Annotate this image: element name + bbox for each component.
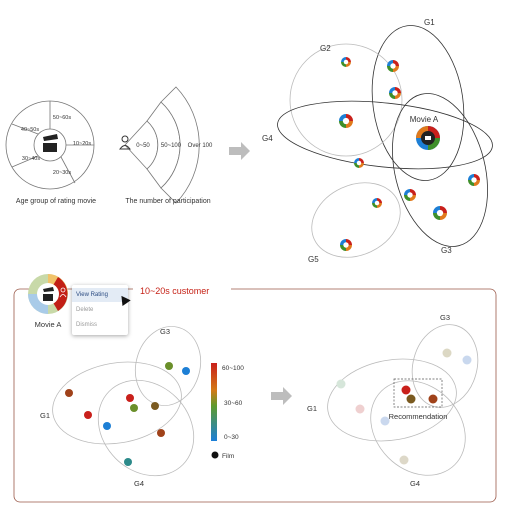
arrow-right-icon — [271, 387, 292, 405]
film-dot[interactable] — [130, 404, 138, 412]
participation-fan: 0~50 50~100 Over 100 — [119, 86, 213, 204]
clapperboard-icon — [43, 287, 54, 301]
scale-label-mid: 30~60 — [224, 400, 243, 407]
participation-band-label: 50~100 — [161, 143, 182, 149]
left-group-ellipses — [52, 326, 201, 477]
movie-glyph[interactable] — [389, 87, 401, 99]
group-label: G5 — [308, 255, 319, 264]
film-dot[interactable] — [103, 422, 111, 430]
recommendation-box — [393, 378, 443, 408]
movie-glyph[interactable] — [433, 206, 447, 220]
movie-a-donut[interactable] — [28, 274, 68, 314]
menu-item-delete[interactable]: Delete — [76, 307, 94, 313]
group-label: G3 — [160, 327, 170, 336]
right-group-ellipses — [327, 324, 479, 476]
movie-glyph[interactable] — [340, 239, 352, 251]
participation-caption: The number of participation — [125, 198, 210, 205]
participation-band-label: 0~50 — [136, 143, 150, 149]
film-dot[interactable] — [380, 416, 390, 426]
film-dot[interactable] — [157, 429, 165, 437]
bottom-panel-frame — [13, 288, 497, 503]
user-icon — [119, 135, 131, 150]
age-segment-label: 30~40s — [22, 156, 40, 162]
group-label: G4 — [262, 134, 273, 143]
participation-band-label: Over 100 — [188, 143, 213, 149]
film-legend-dot — [211, 451, 219, 459]
film-dot[interactable] — [399, 455, 409, 465]
film-dot[interactable] — [84, 411, 92, 419]
film-dot[interactable] — [428, 394, 438, 404]
movie-glyph[interactable] — [354, 158, 364, 168]
group-label: G1 — [307, 404, 317, 413]
film-dot[interactable] — [406, 394, 416, 404]
group-label: G2 — [320, 44, 331, 53]
top-group-ellipses — [277, 25, 493, 258]
group-label: G3 — [441, 246, 452, 255]
movie-label: Movie A — [35, 320, 62, 329]
group-label: G1 — [424, 18, 435, 27]
group-label: G1 — [40, 411, 50, 420]
film-dot[interactable] — [401, 385, 411, 395]
right-film-dots — [336, 348, 472, 465]
scale-label-min: 0~30 — [224, 434, 239, 441]
user-icon — [59, 287, 67, 298]
color-scale-bar — [211, 363, 217, 441]
left-film-dots — [65, 362, 190, 466]
movie-glyph[interactable] — [468, 174, 480, 186]
clapperboard-icon — [43, 134, 58, 152]
menu-item-view-rating[interactable]: View Rating — [72, 288, 128, 302]
film-dot[interactable] — [165, 362, 173, 370]
film-dot[interactable] — [126, 394, 134, 402]
recommendation-label: Recommendation — [389, 412, 448, 421]
arrow-right-icon — [229, 142, 250, 160]
movie-a-glyph — [416, 126, 440, 150]
group-label: G4 — [134, 479, 144, 488]
film-dot[interactable] — [65, 389, 73, 397]
film-dot[interactable] — [124, 458, 132, 466]
film-dot[interactable] — [442, 348, 452, 358]
age-segment-label: 50~60s — [53, 115, 71, 121]
movie-glyph[interactable] — [339, 114, 353, 128]
film-dot[interactable] — [336, 379, 346, 389]
title-backdrop — [133, 284, 231, 296]
group-label: G3 — [440, 313, 450, 322]
menu-item-dismiss[interactable]: Dismiss — [76, 322, 97, 328]
age-segment-label: 40~50s — [21, 127, 39, 133]
film-dot[interactable] — [355, 404, 365, 414]
movie-glyph-nodes — [339, 57, 480, 251]
group-label: G4 — [410, 479, 420, 488]
film-dot[interactable] — [462, 355, 472, 365]
movie-glyph[interactable] — [387, 60, 399, 72]
movie-glyph[interactable] — [372, 198, 382, 208]
context-menu: View Rating Delete Dismiss — [72, 285, 128, 335]
age-wheel-caption: Age group of rating movie — [16, 198, 96, 205]
age-wheel: 50~60s 40~50s 10~20s 30~40s 20~30s — [5, 100, 95, 190]
film-dot[interactable] — [182, 367, 190, 375]
movie-glyph[interactable] — [341, 57, 351, 67]
scale-label-max: 60~100 — [222, 365, 244, 372]
film-legend-label: Film — [222, 453, 234, 460]
age-segment-label: 10~20s — [73, 141, 91, 147]
highlight-movie-label: Movie A — [410, 115, 439, 124]
bottom-panel-title: 10~20s customer — [140, 286, 209, 296]
movie-glyph[interactable] — [404, 189, 416, 201]
film-dot[interactable] — [151, 402, 159, 410]
age-segment-label: 20~30s — [53, 170, 71, 176]
